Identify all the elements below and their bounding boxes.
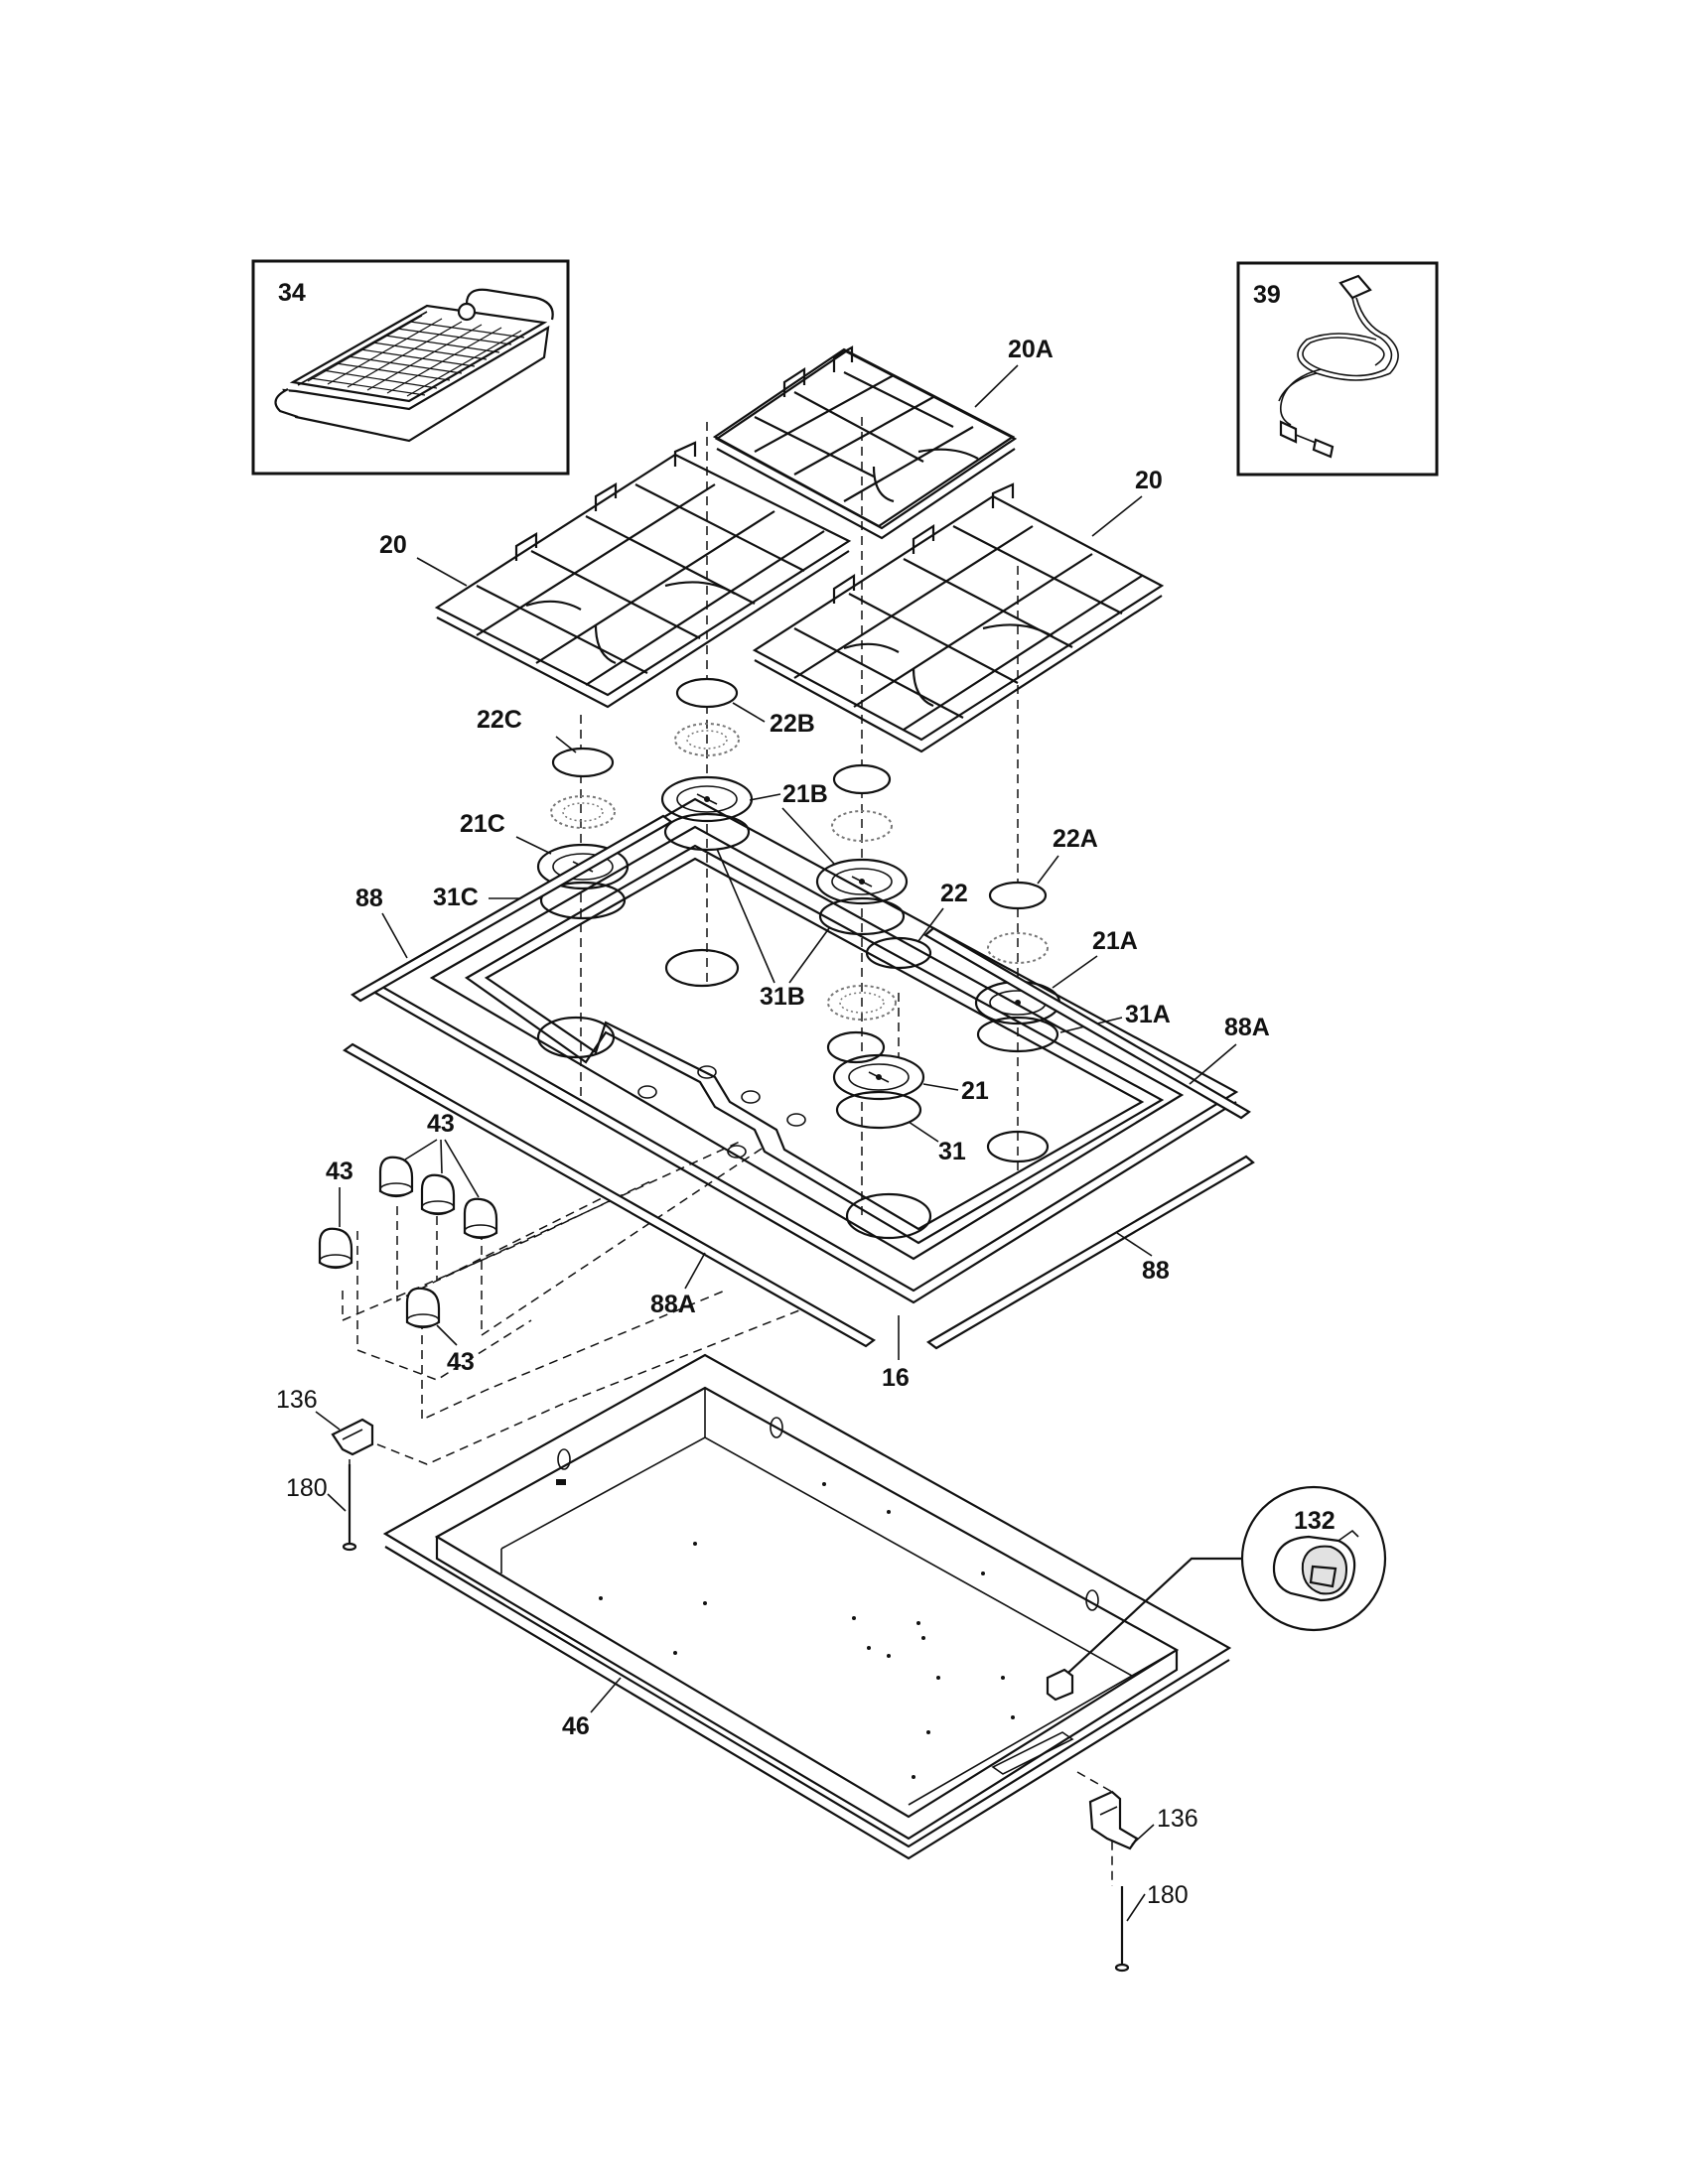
burner-cap-22b-lower[interactable] bbox=[832, 763, 892, 795]
control-knob-43-a[interactable] bbox=[318, 1227, 353, 1270]
part-label-22a: 22A bbox=[1053, 825, 1098, 853]
burner-cap-22[interactable] bbox=[865, 936, 932, 970]
burner-grate-20-right[interactable] bbox=[752, 482, 1165, 753]
part-label-21a: 21A bbox=[1092, 927, 1138, 955]
part-label-43-c: 43 bbox=[447, 1348, 475, 1376]
part-label-31b: 31B bbox=[760, 983, 805, 1011]
part-label-20a: 20A bbox=[1008, 336, 1054, 363]
control-knob-43-b[interactable] bbox=[378, 1156, 414, 1198]
part-label-22c: 22C bbox=[477, 706, 522, 734]
burner-ring-31[interactable] bbox=[835, 1090, 922, 1130]
burner-ring-31c[interactable] bbox=[539, 881, 627, 920]
burner-head-21b-lower[interactable] bbox=[815, 858, 909, 905]
burner-box-46[interactable] bbox=[382, 1353, 1232, 1860]
control-knob-43-c[interactable] bbox=[420, 1173, 456, 1216]
part-label-88-left: 88 bbox=[355, 885, 383, 912]
griddle-icon bbox=[274, 288, 554, 443]
part-label-21: 21 bbox=[961, 1077, 989, 1105]
mounting-bracket-136-right[interactable] bbox=[1088, 1790, 1139, 1850]
part-label-31: 31 bbox=[938, 1138, 966, 1165]
burner-flame-spreader-22b-icon bbox=[674, 723, 740, 756]
part-label-31a: 31A bbox=[1125, 1001, 1171, 1028]
burner-flame-spreader-22c-icon bbox=[550, 795, 616, 829]
part-label-31c: 31C bbox=[433, 884, 479, 911]
part-label-136-left: 136 bbox=[276, 1386, 318, 1414]
cooktop-top-16[interactable] bbox=[372, 797, 1239, 1304]
burner-cap-22c[interactable] bbox=[551, 747, 615, 778]
mounting-bracket-136-left[interactable] bbox=[331, 1418, 374, 1456]
burner-grate-20-left[interactable] bbox=[434, 441, 852, 709]
part-label-88a-bottom: 88A bbox=[650, 1291, 696, 1318]
part-label-21c: 21C bbox=[460, 810, 505, 838]
part-label-22b: 22B bbox=[770, 710, 815, 738]
part-label-136-right: 136 bbox=[1157, 1805, 1198, 1833]
burner-ring-31b[interactable] bbox=[663, 812, 751, 852]
inset-griddle-34[interactable]: 34 bbox=[251, 259, 570, 476]
burner-ring-31b-lower[interactable] bbox=[818, 896, 906, 936]
part-label-21b: 21B bbox=[782, 780, 828, 808]
trim-strip-88a-bottom[interactable] bbox=[342, 1042, 877, 1348]
part-label-46: 46 bbox=[562, 1712, 590, 1740]
trim-strip-88a-right[interactable] bbox=[923, 926, 1251, 1120]
inset-power-cord-39[interactable]: 39 bbox=[1236, 261, 1439, 477]
spark-module-mounted bbox=[1046, 1668, 1074, 1702]
part-label-180-right: 180 bbox=[1147, 1881, 1189, 1909]
burner-flame-spreader-22-icon bbox=[827, 985, 897, 1021]
power-cord-icon bbox=[1278, 274, 1399, 459]
burner-cap-22b[interactable] bbox=[675, 677, 739, 709]
part-label-88a-right: 88A bbox=[1224, 1014, 1270, 1041]
burner-flame-spreader-22b-lower-icon bbox=[831, 810, 893, 842]
burner-grate-20a[interactable] bbox=[712, 345, 1018, 540]
part-label-43-b: 43 bbox=[427, 1110, 455, 1138]
trim-strip-88-left[interactable] bbox=[351, 814, 673, 1003]
burner-ring-31a[interactable] bbox=[976, 1016, 1059, 1053]
control-knob-43-e[interactable] bbox=[405, 1287, 441, 1329]
part-label-132: 132 bbox=[1294, 1507, 1336, 1535]
part-label-20-right: 20 bbox=[1135, 467, 1163, 494]
part-label-39: 39 bbox=[1253, 281, 1281, 309]
trim-strip-88-right[interactable] bbox=[926, 1155, 1255, 1350]
control-knob-43-d[interactable] bbox=[463, 1197, 498, 1240]
part-label-43-a: 43 bbox=[326, 1158, 353, 1185]
burner-cap-22a[interactable] bbox=[988, 881, 1048, 910]
spark-module-132-detail[interactable]: 132 bbox=[1240, 1485, 1387, 1632]
part-label-180-left: 180 bbox=[286, 1474, 328, 1502]
part-label-20-left: 20 bbox=[379, 531, 407, 559]
part-label-88-right: 88 bbox=[1142, 1257, 1170, 1285]
spark-module-icon bbox=[1272, 1529, 1359, 1602]
screw-180-right[interactable] bbox=[1114, 1886, 1130, 1973]
screw-180-left[interactable] bbox=[342, 1464, 357, 1552]
part-label-34: 34 bbox=[278, 279, 306, 307]
burner-flame-spreader-22a-icon bbox=[987, 932, 1049, 964]
part-label-22: 22 bbox=[940, 880, 968, 907]
burner-head-21[interactable] bbox=[832, 1053, 925, 1101]
part-label-16: 16 bbox=[882, 1364, 910, 1392]
